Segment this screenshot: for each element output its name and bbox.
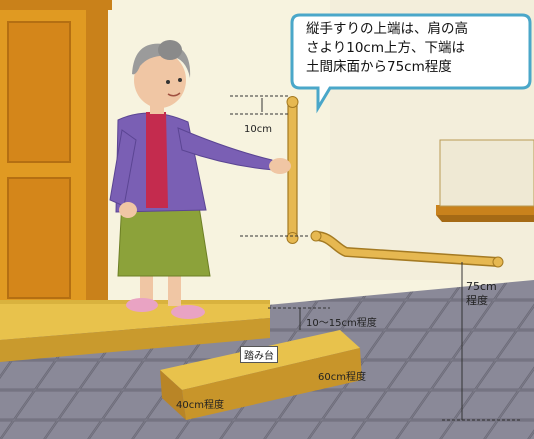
callout-line-3: 土間床面から75cm程度	[306, 59, 452, 75]
dimension-lines	[230, 95, 520, 421]
label-step-height: 10〜15cm程度	[306, 318, 377, 329]
label-step-width: 40cm程度	[176, 400, 224, 411]
label-rail-height: 75cm 程度	[466, 280, 497, 308]
sloped-handrail	[310, 230, 504, 268]
callout-text: 縦手すりの上端は、肩の高 さより10cm上方、下端は 土間床面から75cm程度	[306, 20, 528, 77]
label-step-name: 踏み台	[240, 346, 278, 363]
callout-bubble	[290, 13, 532, 114]
callout-line-1: 縦手すりの上端は、肩の高	[306, 21, 468, 37]
elderly-woman	[109, 40, 291, 319]
label-rail-height-suffix: 程度	[466, 294, 488, 307]
window-sill	[436, 139, 534, 222]
label-top-offset: 10cm	[244, 124, 272, 135]
callout-line-2: さより10cm上方、下端は	[306, 40, 465, 56]
label-step-depth: 60cm程度	[318, 372, 366, 383]
door	[0, 0, 112, 318]
label-rail-height-value: 75cm	[466, 280, 497, 293]
